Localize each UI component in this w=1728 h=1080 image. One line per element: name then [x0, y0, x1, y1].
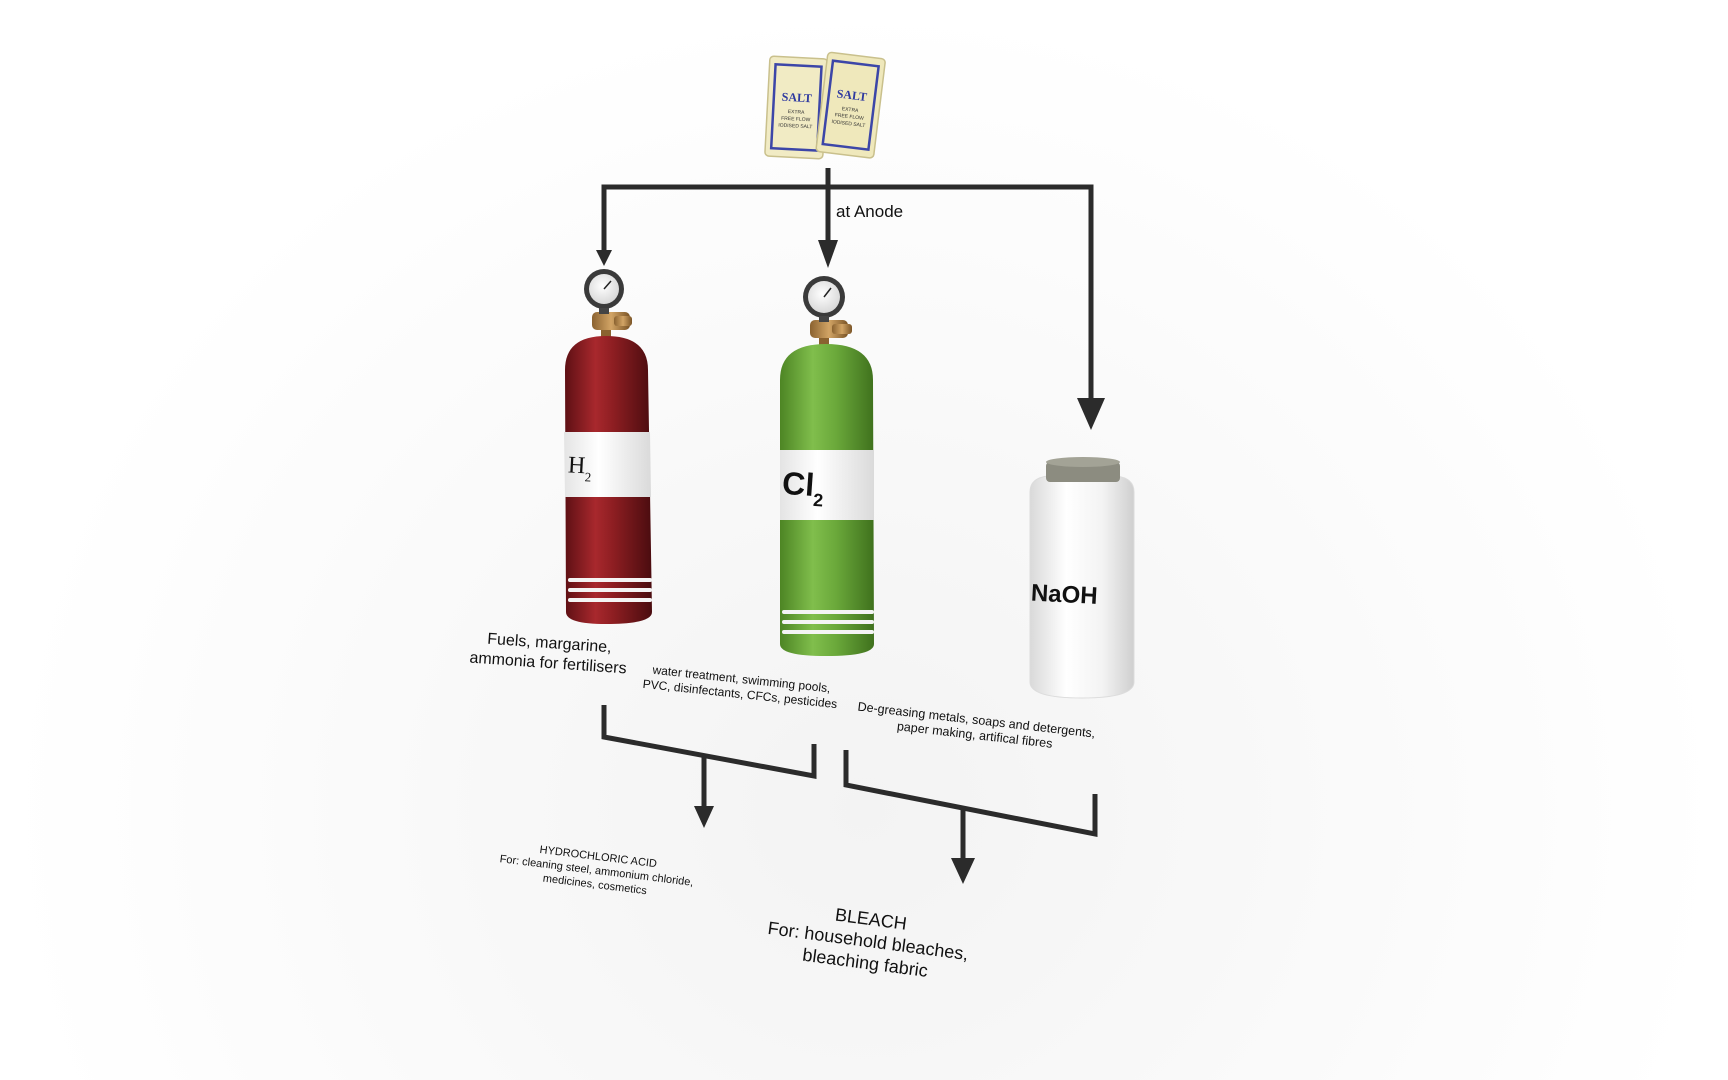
svg-text:EXTRA: EXTRA — [841, 106, 859, 114]
svg-text:EXTRA: EXTRA — [788, 109, 806, 116]
hydrogen-cylinder — [564, 269, 652, 624]
hydrochloric-acid-connector — [601, 705, 817, 780]
chlorine-formula: Cl2 — [781, 465, 826, 511]
svg-text:SALT: SALT — [836, 86, 868, 104]
salt-to-products-arrows — [601, 168, 1094, 398]
sodium-hydroxide-formula: NaOH — [1030, 580, 1098, 610]
svg-text:IODISED SALT: IODISED SALT — [778, 123, 812, 131]
arrow-heads-bottom — [694, 806, 975, 884]
arrow-heads-top — [596, 240, 1105, 430]
salt-packets-image: SALT EXTRA FREE FLOW IODISED SALT SALT E… — [764, 51, 886, 160]
arrow-to-bleach — [951, 858, 975, 884]
svg-text:FREE FLOW: FREE FLOW — [781, 116, 811, 124]
arrow-to-hydrogen — [596, 250, 612, 266]
hydrogen-formula: H2 — [567, 452, 592, 484]
bleach-connector — [843, 750, 1098, 838]
svg-text:IODISED SALT: IODISED SALT — [831, 119, 866, 129]
anode-label: at Anode — [836, 202, 904, 221]
lower-combining-arrows — [601, 705, 1098, 860]
svg-text:SALT: SALT — [781, 90, 812, 106]
sodium-hydroxide-bottle — [1029, 457, 1135, 699]
chlorine-cylinder — [780, 276, 874, 656]
arrow-to-chlorine — [818, 240, 838, 268]
svg-text:FREE FLOW: FREE FLOW — [834, 112, 864, 122]
arrow-to-hydrochloric-acid — [694, 806, 714, 828]
arrow-to-sodium-hydroxide — [1077, 398, 1105, 430]
